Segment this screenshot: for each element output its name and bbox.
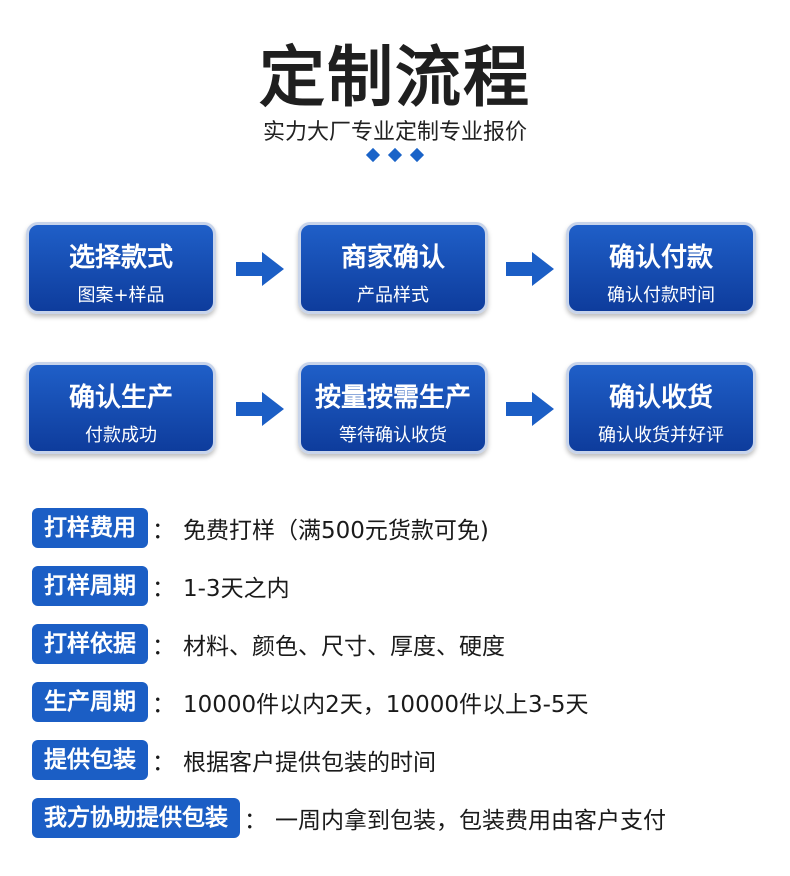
info-label-badge: 提供包装: [32, 740, 148, 780]
step-title: 商家确认: [340, 243, 445, 273]
step-title: 确认付款: [608, 243, 713, 273]
info-row: 我方协助提供包装 ： 一周内拿到包装，包装费用由客户支付: [32, 798, 666, 838]
diamond-icon: [409, 147, 425, 163]
page-subtitle: 实力大厂专业定制专业报价: [262, 120, 527, 145]
step-subtitle: 确认收货并好评: [598, 425, 724, 446]
step-subtitle: 确认付款时间: [607, 285, 715, 306]
colon: ：: [152, 750, 175, 776]
step-subtitle: 付款成功: [85, 425, 157, 446]
info-row: 打样周期 ： 1-3天之内: [32, 566, 290, 606]
step-title: 按量按需生产: [314, 383, 471, 413]
info-row: 打样费用 ： 免费打样（满500元货款可免): [32, 508, 489, 548]
step-title: 选择款式: [68, 243, 173, 273]
step-title: 确认生产: [68, 383, 173, 413]
diamond-icon: [365, 147, 381, 163]
info-label-badge: 打样周期: [32, 566, 148, 606]
info-label-badge: 打样费用: [32, 508, 148, 548]
diamond-icon: [387, 147, 403, 163]
colon: ：: [152, 634, 175, 660]
step-card: 确认生产 付款成功: [26, 362, 216, 454]
step-title: 确认收货: [608, 383, 713, 413]
colon: ：: [152, 518, 175, 544]
colon: ：: [152, 576, 175, 602]
colon: ：: [152, 692, 175, 718]
step-card: 商家确认 产品样式: [298, 222, 488, 314]
diamond-divider: [0, 147, 790, 163]
info-row: 打样依据 ： 材料、颜色、尺寸、厚度、硬度: [32, 624, 505, 664]
info-text: 10000件以内2天，10000件以上3-5天: [183, 692, 589, 718]
step-card: 确认付款 确认付款时间: [566, 222, 756, 314]
colon: ：: [244, 808, 267, 834]
info-text: 1-3天之内: [183, 576, 290, 602]
step-subtitle: 产品样式: [357, 285, 429, 306]
arrow-right-icon: [236, 252, 284, 286]
info-label-badge: 生产周期: [32, 682, 148, 722]
info-label-badge: 我方协助提供包装: [32, 798, 240, 838]
info-label-badge: 打样依据: [32, 624, 148, 664]
step-subtitle: 图案+样品: [77, 285, 165, 306]
arrow-right-icon: [506, 392, 554, 426]
info-row: 提供包装 ： 根据客户提供包装的时间: [32, 740, 436, 780]
page-title: 定制流程: [259, 39, 531, 116]
info-text: 免费打样（满500元货款可免): [183, 518, 489, 544]
step-subtitle: 等待确认收货: [339, 425, 447, 446]
info-text: 根据客户提供包装的时间: [183, 750, 436, 776]
arrow-right-icon: [506, 252, 554, 286]
info-row: 生产周期 ： 10000件以内2天，10000件以上3-5天: [32, 682, 589, 722]
step-card: 选择款式 图案+样品: [26, 222, 216, 314]
step-card: 确认收货 确认收货并好评: [566, 362, 756, 454]
info-text: 材料、颜色、尺寸、厚度、硬度: [183, 634, 505, 660]
info-text: 一周内拿到包装，包装费用由客户支付: [275, 808, 666, 834]
arrow-right-icon: [236, 392, 284, 426]
step-card: 按量按需生产 等待确认收货: [298, 362, 488, 454]
